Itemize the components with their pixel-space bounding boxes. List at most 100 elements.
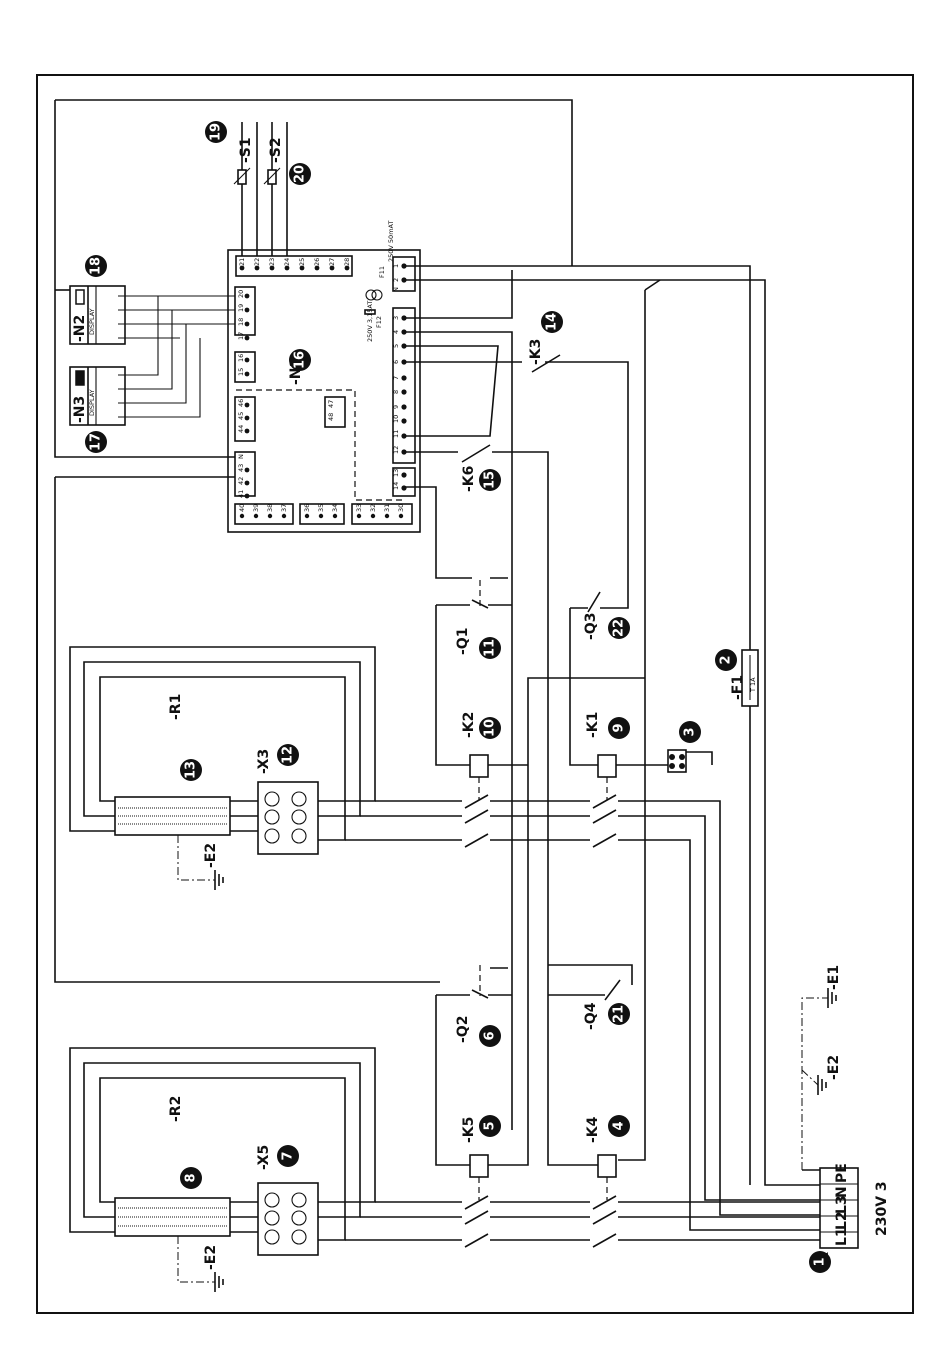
svg-text:16: 16 bbox=[293, 351, 308, 369]
svg-text:17: 17 bbox=[89, 433, 104, 451]
callout-badge: 8 bbox=[180, 1167, 202, 1189]
terminal-dot bbox=[384, 513, 390, 519]
terminal-dot bbox=[244, 357, 250, 363]
heater-r1: -R1 -E2 bbox=[69, 646, 376, 890]
supply-l1: L1 bbox=[834, 1227, 850, 1246]
svg-text:22: 22 bbox=[612, 619, 627, 637]
fuse-f12-icon: F12 250V 3,15AT bbox=[364, 301, 383, 342]
terminal-dot bbox=[244, 428, 250, 434]
svg-text:6: 6 bbox=[483, 1031, 498, 1040]
terminal-num: 45 bbox=[237, 412, 245, 420]
svg-text:3: 3 bbox=[683, 727, 698, 736]
terminal-num: 47 bbox=[327, 400, 335, 408]
heater-r1-label: -R1 bbox=[168, 694, 184, 720]
terminal-num: 12 bbox=[392, 446, 400, 454]
f12-rating: 250V 3,15AT bbox=[366, 301, 374, 342]
thermostat-q4: -Q4 bbox=[548, 964, 633, 1030]
sensor-s2: -S2 bbox=[263, 122, 288, 256]
terminal-dot bbox=[254, 265, 260, 271]
earth-e2-supply: -E2 bbox=[801, 1055, 842, 1095]
terminal-dot bbox=[356, 513, 362, 519]
terminal-num: 46 bbox=[237, 399, 245, 407]
svg-text:4: 4 bbox=[612, 1121, 627, 1130]
fuse-f1-rating: T 1A bbox=[749, 677, 757, 693]
terminal-dot bbox=[299, 265, 305, 271]
terminal-dot bbox=[239, 265, 245, 271]
terminal-num: 41 bbox=[237, 490, 245, 498]
relay-k3-contact: -K3 bbox=[528, 339, 561, 373]
svg-text:2: 2 bbox=[719, 655, 734, 664]
terminal-num: 4 bbox=[392, 330, 400, 334]
terminal-num: 17 bbox=[237, 332, 245, 340]
terminal-dot bbox=[401, 404, 407, 410]
terminal-num: 39 bbox=[252, 504, 260, 512]
relay-k5-label: -K5 bbox=[461, 1117, 477, 1143]
terminal-num: 30 bbox=[397, 504, 405, 512]
supply-l2: L2 bbox=[834, 1211, 850, 1230]
earth-e2-supply-label: -E2 bbox=[826, 1055, 842, 1080]
f12-label: F12 bbox=[375, 316, 383, 328]
terminal-num: 28 bbox=[343, 258, 351, 266]
svg-text:8: 8 bbox=[184, 1173, 199, 1182]
terminal-dot bbox=[244, 371, 250, 377]
callout-badge: 13 bbox=[180, 759, 202, 781]
callout-badge: 20 bbox=[289, 163, 311, 185]
callout-badge: 21 bbox=[608, 1003, 630, 1025]
thermostat-q2: -Q2 bbox=[435, 965, 512, 1166]
fuse-f1: T 1A -F1 bbox=[730, 649, 759, 707]
terminal-num: 8 bbox=[392, 390, 400, 394]
relay-k2-coil: -K2 bbox=[461, 605, 645, 1130]
callout-badge: 19 bbox=[205, 121, 227, 143]
terminal-num: 1 bbox=[392, 264, 400, 268]
terminal-dot bbox=[267, 513, 273, 519]
terminal-dot bbox=[370, 513, 376, 519]
svg-text:7: 7 bbox=[281, 1151, 296, 1160]
earth-e2-r2-icon bbox=[214, 1272, 224, 1292]
terminal-num: 35 bbox=[317, 504, 325, 512]
callout-badge: 12 bbox=[277, 744, 299, 766]
terminal-block-x3: -X3 bbox=[256, 749, 319, 855]
callout-badge: 1 bbox=[809, 1251, 831, 1273]
callout-badge: 22 bbox=[608, 617, 630, 639]
terminal-num: 15 bbox=[237, 368, 245, 376]
f11-label: F11 bbox=[378, 266, 386, 278]
terminal-dot bbox=[244, 402, 250, 408]
terminal-block-x5: -X5 bbox=[256, 1145, 319, 1256]
terminal-num: 44 bbox=[237, 425, 245, 433]
callout-badge: 3 bbox=[679, 721, 701, 743]
terminal-dot bbox=[244, 467, 250, 473]
terminal-dot bbox=[281, 513, 287, 519]
terminal-dot bbox=[244, 493, 250, 499]
earth-e1: -E1 bbox=[801, 965, 842, 1170]
terminal-num: 21 bbox=[238, 258, 246, 266]
terminal-num: 25 bbox=[298, 258, 306, 266]
callout-badge: 15 bbox=[479, 469, 501, 491]
callout-badge: 7 bbox=[277, 1145, 299, 1167]
thermostat-q1-label: -Q1 bbox=[455, 628, 471, 655]
callout-badge: 4 bbox=[608, 1115, 630, 1137]
svg-text:13: 13 bbox=[184, 761, 199, 779]
earth-e1-label: -E1 bbox=[826, 965, 842, 990]
terminal-num: 31 bbox=[383, 504, 391, 512]
svg-text:19: 19 bbox=[209, 123, 224, 141]
terminal-dot bbox=[244, 335, 250, 341]
terminal-num: 36 bbox=[303, 504, 311, 512]
earth-e2-r1-icon bbox=[214, 870, 224, 890]
fuse-f1-label: -F1 bbox=[730, 675, 746, 700]
terminal-num: 33 bbox=[355, 504, 363, 512]
terminal-num: 43 bbox=[237, 464, 245, 472]
display-n3-sub: DISPLAY bbox=[88, 389, 96, 416]
terminal-num: 26 bbox=[313, 258, 321, 266]
earth-e2-r2-label: -E2 bbox=[203, 1245, 219, 1270]
terminal-num: 20 bbox=[237, 290, 245, 298]
svg-text:15: 15 bbox=[483, 471, 498, 489]
heater-r2: -R2 -E2 bbox=[69, 1047, 376, 1292]
terminal-dot bbox=[244, 480, 250, 486]
terminal-num: N bbox=[237, 454, 245, 459]
terminal-dot bbox=[284, 265, 290, 271]
sensor-s1: -S1 bbox=[233, 122, 258, 256]
heater-r2-label: -R2 bbox=[168, 1096, 184, 1122]
terminal-dot bbox=[304, 513, 310, 519]
